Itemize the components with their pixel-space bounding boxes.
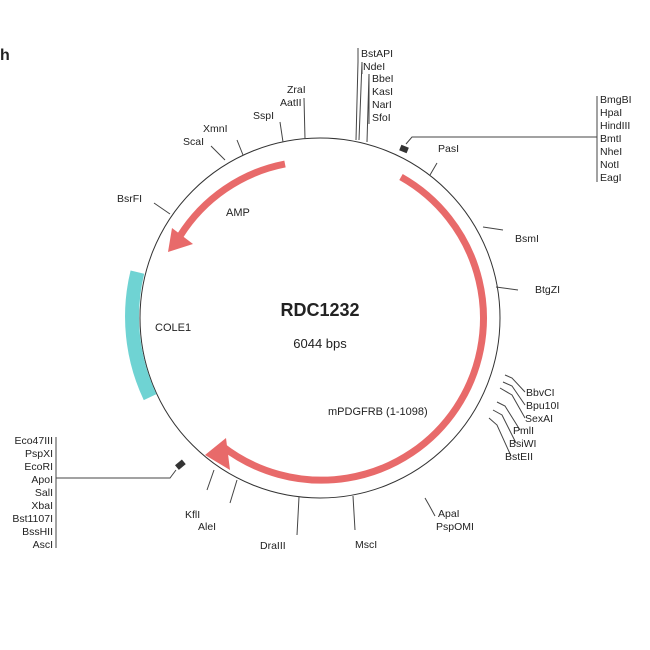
site-bsshii[interactable]: BssHII — [22, 526, 53, 538]
site-sspi[interactable]: SspI — [253, 110, 274, 122]
site-msci[interactable]: MscI — [355, 539, 377, 551]
site-eco47iii[interactable]: Eco47III — [14, 435, 53, 447]
site-asci[interactable]: AscI — [33, 539, 53, 551]
site-bsiwi[interactable]: BsiWI — [509, 438, 536, 450]
site-nari[interactable]: NarI — [372, 99, 392, 111]
site-zrai[interactable]: ZraI — [287, 84, 306, 96]
feature-label-mpdgfrb: mPDGFRB (1-1098) — [328, 406, 428, 418]
site-ecori[interactable]: EcoRI — [24, 461, 53, 473]
mcs-marker-left — [175, 459, 186, 470]
site-aatii[interactable]: AatII — [280, 97, 302, 109]
site-nhei[interactable]: NheI — [600, 146, 622, 158]
site-bpu10i[interactable]: Bpu10I — [526, 400, 559, 412]
site-bsteii[interactable]: BstEII — [505, 451, 533, 463]
site-alei[interactable]: AleI — [198, 521, 216, 533]
amp-arrowhead — [168, 228, 193, 252]
site-btgzi[interactable]: BtgZI — [535, 284, 560, 296]
site-kasi[interactable]: KasI — [372, 86, 393, 98]
site-bbvci[interactable]: BbvCI — [526, 387, 555, 399]
left-site-group: Eco47III PspXI EcoRI ApoI SalI XbaI Bst1… — [12, 435, 53, 551]
site-bsmi[interactable]: BsmI — [515, 233, 539, 245]
site-ndei[interactable]: NdeI — [363, 61, 385, 73]
site-kfli[interactable]: KflI — [185, 509, 200, 521]
right-site-group: BmgBI HpaI HindIII BmtI NheI NotI EagI — [600, 94, 632, 184]
mcs-marker-right — [399, 144, 409, 154]
site-noti[interactable]: NotI — [600, 159, 619, 171]
header-fragment: h — [0, 47, 10, 64]
mpdgfrb-arrowhead — [205, 438, 230, 470]
site-hpai[interactable]: HpaI — [600, 107, 622, 119]
site-sexai[interactable]: SexAI — [525, 413, 553, 425]
site-pspxi[interactable]: PspXI — [25, 448, 53, 460]
backbone-circle — [139, 137, 501, 499]
site-sali[interactable]: SalI — [35, 487, 53, 499]
site-pasi[interactable]: PasI — [438, 143, 459, 155]
site-apoi[interactable]: ApoI — [31, 474, 53, 486]
site-bmti[interactable]: BmtI — [600, 133, 622, 145]
plasmid-size: 6044 bps — [293, 336, 347, 351]
site-bbei[interactable]: BbeI — [372, 73, 394, 85]
site-sfoi[interactable]: SfoI — [372, 112, 391, 124]
site-bstapi[interactable]: BstAPI — [361, 48, 393, 60]
site-bsrfi[interactable]: BsrFI — [117, 193, 142, 205]
mpdgfrb-feature[interactable] — [219, 173, 487, 484]
site-xmni[interactable]: XmnI — [203, 123, 228, 135]
site-xbai[interactable]: XbaI — [31, 500, 53, 512]
site-apai[interactable]: ApaI — [438, 508, 460, 520]
feature-label-amp: AMP — [226, 207, 250, 219]
site-bmgbi[interactable]: BmgBI — [600, 94, 632, 106]
site-draiii[interactable]: DraIII — [260, 540, 286, 552]
amp-feature[interactable] — [177, 160, 286, 238]
site-hindiii[interactable]: HindIII — [600, 120, 630, 132]
site-pspomi[interactable]: PspOMI — [436, 521, 474, 533]
site-eagi[interactable]: EagI — [600, 172, 622, 184]
site-scai[interactable]: ScaI — [183, 136, 204, 148]
cole1-feature[interactable] — [125, 270, 157, 401]
plasmid-name: RDC1232 — [280, 300, 359, 320]
site-bst1107i[interactable]: Bst1107I — [12, 513, 53, 525]
site-pmli[interactable]: PmlI — [513, 425, 534, 437]
feature-label-cole1: COLE1 — [155, 322, 191, 334]
